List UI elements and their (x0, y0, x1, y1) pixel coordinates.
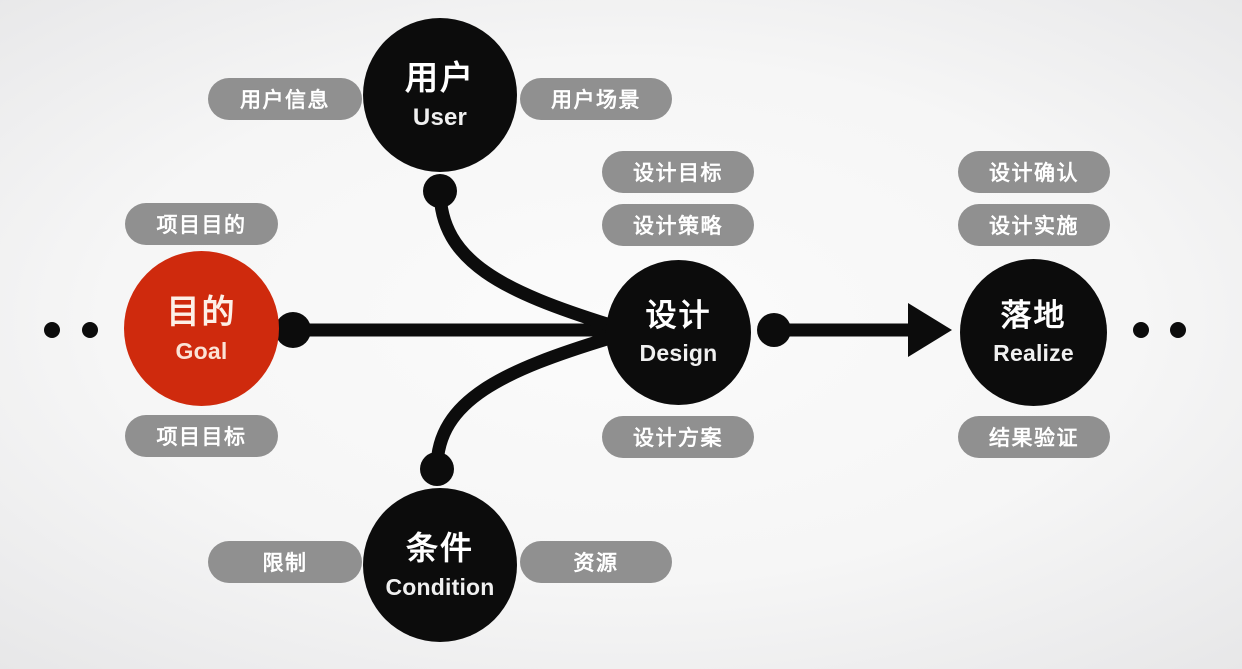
node-condition-label-cn: 条件 (405, 529, 474, 566)
pill-user-right[interactable]: 用户场景 (520, 78, 672, 120)
node-realize[interactable]: 落地 Realize (960, 259, 1107, 406)
pill-design-top-2[interactable]: 设计策略 (602, 204, 754, 246)
joint-ball-condition-out (420, 452, 454, 486)
pill-realize-top-2[interactable]: 设计实施 (958, 204, 1110, 246)
node-design-label-en: Design (639, 340, 718, 366)
node-user[interactable]: 用户 User (363, 18, 517, 172)
ellipsis-dot-right-2 (1170, 322, 1186, 338)
node-design-label-cn: 设计 (645, 298, 712, 333)
node-design[interactable]: 设计 Design (606, 260, 751, 405)
pill-condition-right[interactable]: 资源 (520, 541, 672, 583)
node-goal-label-cn: 目的 (166, 292, 237, 330)
pill-design-top-1[interactable]: 设计目标 (602, 151, 754, 193)
ellipsis-dot-left-1 (44, 322, 60, 338)
pill-realize-top-1[interactable]: 设计确认 (958, 151, 1110, 193)
node-user-label-en: User (412, 103, 468, 131)
connector-condition-to-design (430, 324, 697, 475)
node-goal-label-en: Goal (175, 337, 228, 364)
joint-ball-goal-out (275, 312, 311, 348)
ellipsis-dot-left-2 (82, 322, 98, 338)
joint-ball-design-out (757, 313, 791, 347)
connector-user-to-design (433, 183, 697, 340)
pill-user-left[interactable]: 用户信息 (208, 78, 362, 120)
pill-goal-bottom[interactable]: 项目目标 (125, 415, 278, 457)
pill-design-bottom[interactable]: 设计方案 (602, 416, 754, 458)
node-condition[interactable]: 条件 Condition (363, 488, 517, 642)
node-realize-label-cn: 落地 (1000, 298, 1067, 333)
arrowhead-icon (908, 303, 952, 357)
node-realize-label-en: Realize (993, 340, 1074, 366)
ellipsis-dot-right-1 (1133, 322, 1149, 338)
pill-condition-left[interactable]: 限制 (208, 541, 362, 583)
node-condition-label-en: Condition (385, 573, 495, 600)
node-user-label-cn: 用户 (405, 58, 475, 96)
pill-goal-top[interactable]: 项目目的 (125, 203, 278, 245)
joint-ball-user-out (423, 174, 457, 208)
pill-realize-bottom[interactable]: 结果验证 (958, 416, 1110, 458)
node-goal[interactable]: 目的 Goal (124, 251, 279, 406)
